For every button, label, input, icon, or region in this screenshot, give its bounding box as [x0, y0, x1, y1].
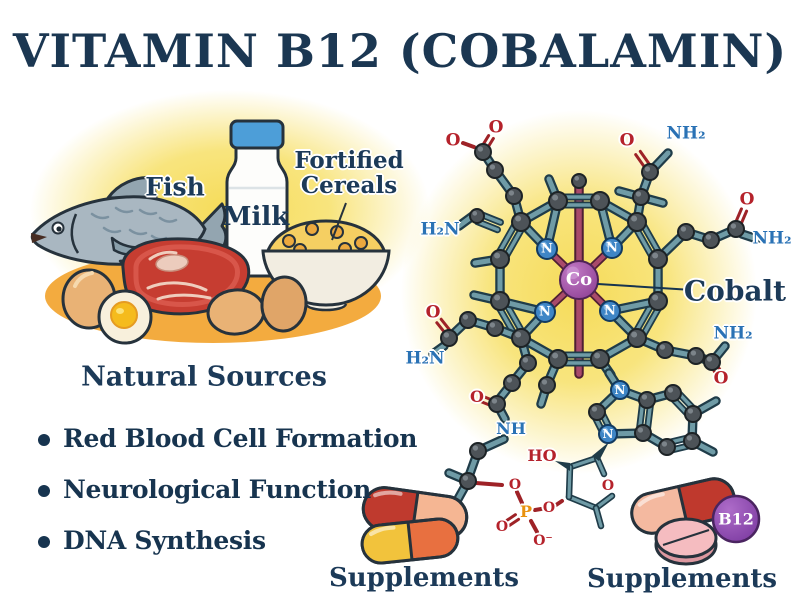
atom-label: O: [601, 478, 615, 494]
molecule-structure: [428, 134, 762, 534]
atom-label: O⁻: [533, 533, 553, 549]
atom-label: O: [445, 130, 461, 151]
b12-ball-label: B12: [718, 509, 754, 529]
atom-label: P: [519, 502, 533, 521]
atom-label: O: [488, 117, 504, 138]
cereal-bowl: [261, 219, 391, 312]
atom-label: N: [602, 427, 614, 441]
supplements-right-label: Supplements: [586, 564, 778, 594]
supplements-left-label: Supplements: [328, 563, 520, 593]
atom-label: N: [541, 241, 553, 257]
benefit-item: Neurological Function: [36, 475, 417, 504]
atom-label: N: [604, 303, 616, 319]
atom-label: O: [542, 500, 556, 516]
cobalt-label: Cobalt: [683, 274, 787, 308]
fortified-line1: Fortified: [294, 147, 404, 175]
atom-label: N: [606, 240, 618, 256]
cereal-pointer-line: [331, 202, 347, 241]
milk-label: Milk: [222, 202, 290, 232]
capsules-left: [360, 486, 469, 565]
atom-label: H₂N: [405, 348, 445, 369]
supplements-right-group: [630, 477, 761, 566]
atom-label: NH₂: [752, 228, 792, 249]
atom-label: N: [614, 383, 626, 397]
natural-sources-label: Natural Sources: [81, 361, 327, 393]
atom-label: H₂N: [420, 219, 460, 240]
fortified-line2: Cereals: [300, 172, 398, 199]
benefit-item: DNA Synthesis: [36, 526, 417, 555]
atom-label: N: [539, 304, 551, 320]
atom-label: O: [425, 302, 441, 323]
atom-label: NH₂: [713, 323, 753, 344]
tablet: [654, 517, 718, 566]
atom-label: Co: [565, 269, 593, 290]
atom-label: O: [470, 387, 484, 406]
atom-label: O: [508, 477, 522, 493]
atom-label: HO: [527, 446, 557, 465]
atom-label: NH₂: [666, 123, 706, 144]
fish-label: Fish: [145, 172, 205, 202]
atom-label: O: [495, 519, 509, 535]
atom-label: NH: [496, 419, 526, 438]
capsule-yellow-orange: [360, 517, 460, 565]
fortified-cereals-label: Fortified Cereals: [294, 147, 404, 199]
benefit-item: Red Blood Cell Formation: [36, 424, 417, 453]
eggs: [61, 268, 308, 345]
b12-sphere: [711, 494, 761, 544]
atom-label: O: [739, 189, 755, 210]
atom-label: O: [713, 368, 729, 389]
page-title: VITAMIN B12 (COBALAMIN): [12, 24, 788, 78]
atom-label: O: [619, 130, 635, 151]
